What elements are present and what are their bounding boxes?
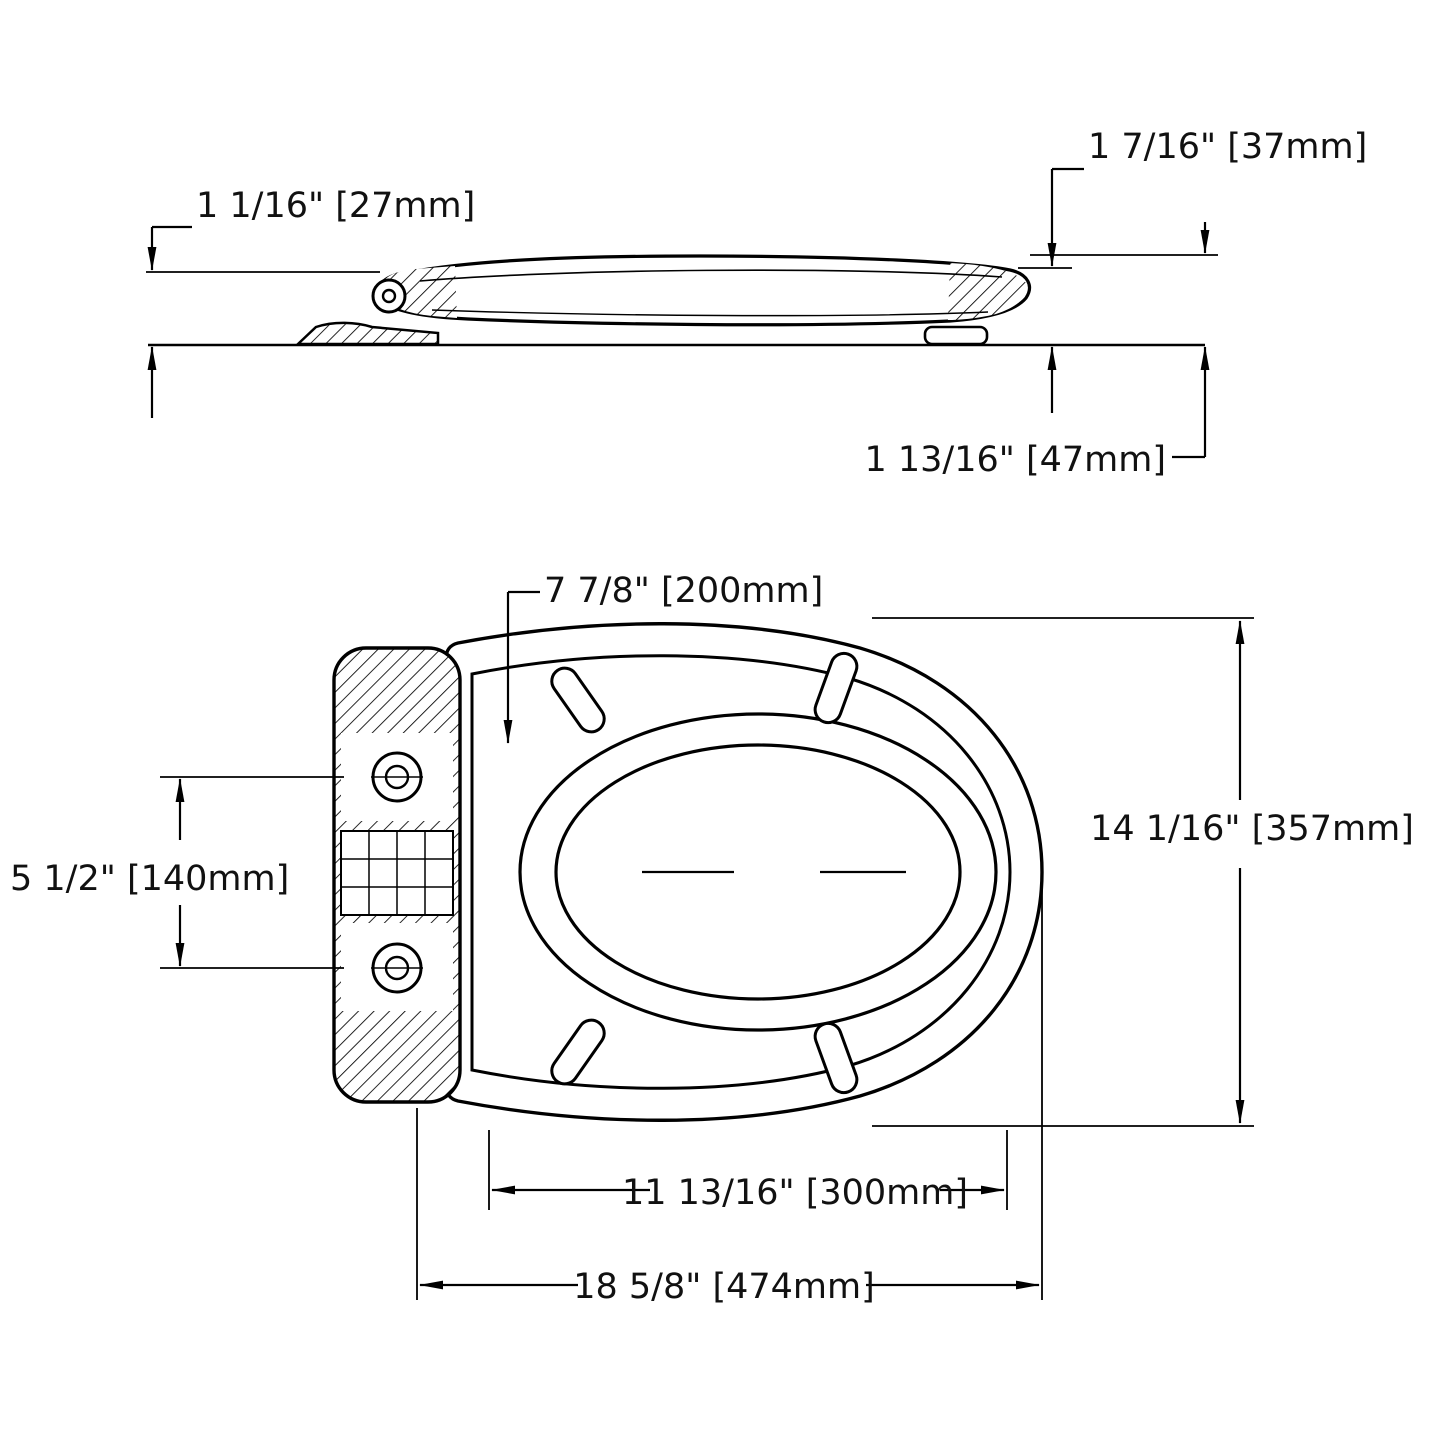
dim-label-140mm: 5 1/2" [140mm] bbox=[10, 859, 289, 899]
dim-label-300mm: 11 13/16" [300mm] bbox=[622, 1173, 968, 1213]
dim-label-357mm: 14 1/16" [357mm] bbox=[1090, 809, 1414, 849]
slot-bottom-right bbox=[813, 1021, 859, 1095]
bolt-hole-top bbox=[371, 751, 423, 803]
seat-contour-bottom bbox=[431, 309, 989, 317]
dim-label-47mm: 1 13/16" [47mm] bbox=[864, 440, 1166, 480]
dim-seat-rear-height: 1 7/16" [37mm] bbox=[1018, 127, 1367, 413]
side-view: 1 1/16" [27mm] 1 7/16" [37mm] 1 13/16" [… bbox=[146, 127, 1367, 480]
seat-inner-rim bbox=[470, 654, 1012, 1090]
seat-profile-side bbox=[373, 254, 1032, 327]
dim-opening-length: 11 13/16" [300mm] bbox=[488, 1130, 1008, 1213]
dim-bolt-spacing: 5 1/2" [140mm] bbox=[10, 776, 344, 969]
dim-label-37mm: 1 7/16" [37mm] bbox=[1088, 127, 1367, 167]
slot-top-left bbox=[550, 666, 606, 734]
seat-opening-inner bbox=[554, 743, 962, 1001]
hinge-pin-inner bbox=[381, 288, 397, 304]
dim-overall-length: 18 5/8" [474mm] bbox=[416, 884, 1043, 1307]
dim-overall-height: 1 13/16" [47mm] bbox=[864, 222, 1218, 480]
dim-overall-width: 14 1/16" [357mm] bbox=[872, 617, 1414, 1127]
seat-contour-top bbox=[419, 269, 1003, 282]
dim-label-474mm: 18 5/8" [474mm] bbox=[573, 1267, 875, 1307]
top-view: 7 7/8" [200mm] 5 1/2" [140mm] 14 1/16" [… bbox=[10, 571, 1414, 1307]
dim-seat-front-height: 1 1/16" [27mm] bbox=[146, 186, 475, 418]
bolt-hole-bottom bbox=[371, 942, 423, 994]
hinge-base-side bbox=[294, 321, 440, 346]
seat-opening-outer bbox=[518, 712, 998, 1032]
dim-opening-offset: 7 7/8" [200mm] bbox=[503, 571, 823, 744]
dim-label-27mm: 1 1/16" [27mm] bbox=[196, 186, 475, 226]
hinge-plate-grid bbox=[340, 830, 454, 916]
dim-label-200mm: 7 7/8" [200mm] bbox=[544, 571, 823, 611]
seat-bumper-side bbox=[923, 325, 989, 346]
slot-top-right bbox=[813, 651, 859, 725]
slot-bottom-left bbox=[550, 1018, 606, 1086]
seat-hatch-right bbox=[948, 263, 1028, 320]
